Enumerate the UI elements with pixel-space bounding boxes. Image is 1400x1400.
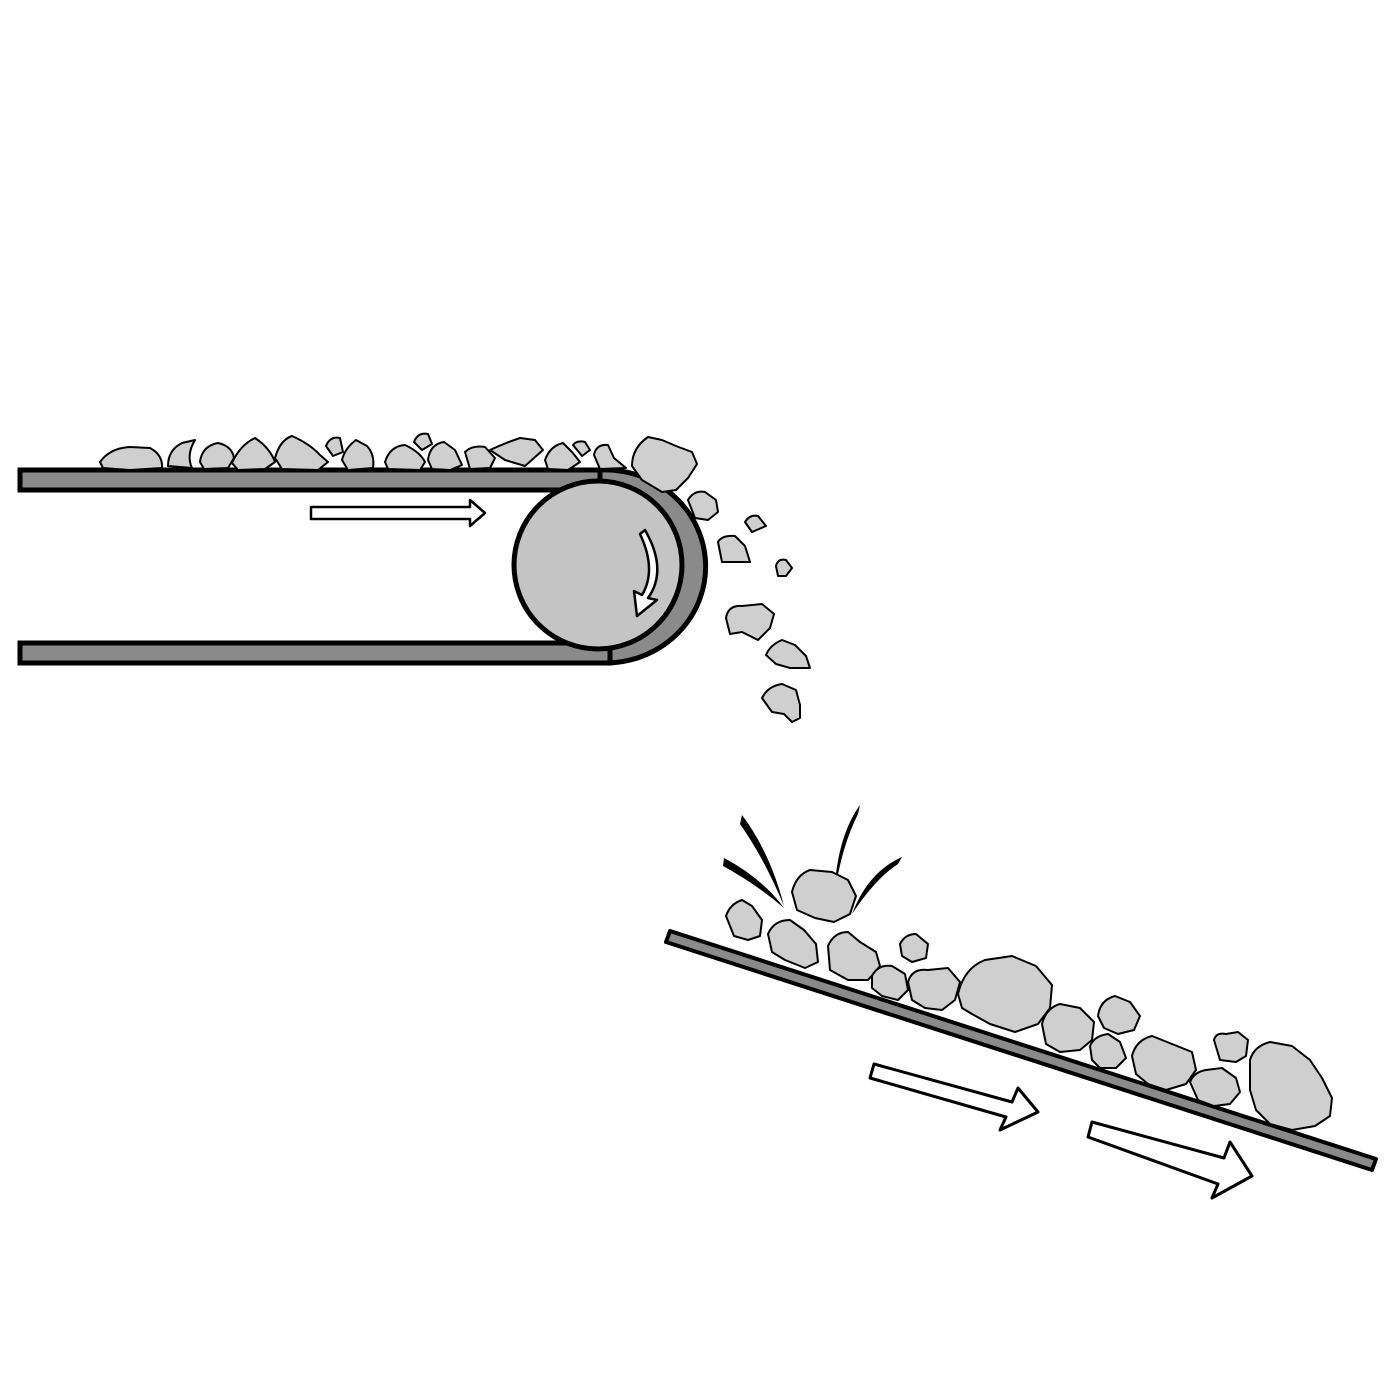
rocks-on-chute (725, 869, 1333, 1131)
rock (231, 437, 276, 471)
rock (1249, 1041, 1333, 1131)
rock (384, 444, 426, 471)
chute-flow-arrow-1 (868, 1062, 1040, 1132)
rock (1089, 1033, 1127, 1069)
rock (1213, 1031, 1249, 1063)
rock (1041, 1003, 1095, 1053)
rock (99, 446, 164, 471)
rock (1131, 1035, 1197, 1091)
rock (744, 514, 767, 533)
conveyor-belt (17, 467, 709, 666)
inclined-chute (664, 929, 1378, 1172)
rock (725, 603, 775, 641)
rock (827, 931, 881, 981)
rock (544, 442, 581, 471)
rock (427, 441, 463, 471)
impact-splash (723, 805, 902, 914)
rock (1189, 1067, 1241, 1107)
splash-line (834, 805, 860, 900)
rock (341, 439, 375, 471)
rock (957, 955, 1053, 1033)
rock (464, 445, 496, 470)
rock (717, 534, 751, 563)
rock (489, 437, 544, 467)
rock (572, 440, 591, 457)
rocks-on-belt (99, 432, 698, 493)
pulley-rotation-arrow (632, 528, 659, 618)
splash-line (740, 815, 784, 906)
rock (765, 639, 811, 669)
rock (274, 435, 329, 471)
rock (199, 442, 235, 470)
rock (725, 899, 763, 941)
head-pulley (511, 478, 685, 652)
belt-top-run (17, 467, 623, 493)
rock (1097, 995, 1141, 1035)
rock (775, 558, 793, 577)
rock (761, 683, 801, 723)
rock (899, 933, 929, 963)
belt-direction-arrow (309, 498, 487, 528)
splash-line (723, 858, 784, 908)
falling-material (687, 490, 811, 723)
rock (325, 436, 344, 457)
belt-bottom-run (17, 640, 613, 666)
rock (167, 439, 196, 469)
chute-flow-arrow-2 (1086, 1120, 1254, 1200)
rock (631, 436, 698, 493)
rock (907, 967, 961, 1011)
rock (593, 443, 627, 470)
rock (413, 432, 433, 451)
rock (767, 919, 819, 969)
rock (687, 490, 719, 521)
rock (791, 869, 857, 923)
rock (871, 964, 909, 1001)
splash-line (852, 857, 902, 914)
